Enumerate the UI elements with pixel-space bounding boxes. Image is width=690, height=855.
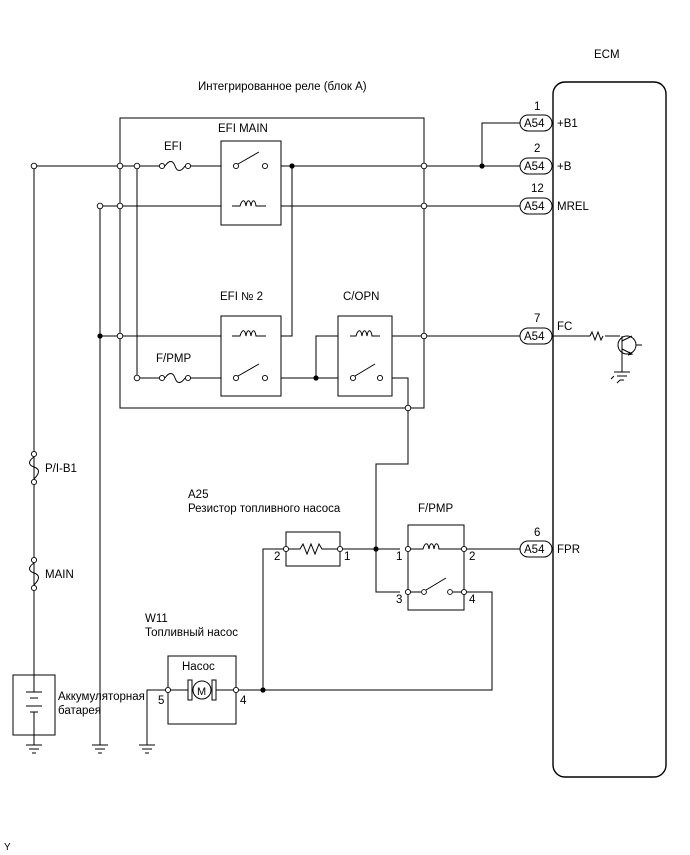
ecm-pin-2: 2 A54 +B (519, 143, 572, 175)
fuel-pump: M (164, 655, 240, 725)
motor-symbol: M (197, 686, 206, 698)
svg-text:+B1: +B1 (557, 118, 578, 130)
svg-text:A54: A54 (524, 161, 545, 173)
integrated-relay-label: Интегрированное реле (блок A) (198, 81, 367, 93)
svg-text:7: 7 (534, 313, 540, 325)
fpmp-pin-1: 1 (396, 551, 402, 563)
efi-main-relay (220, 140, 282, 226)
efi-fuse-label: EFI (164, 141, 182, 153)
resistor-label: Резистор топливного насоса (188, 503, 341, 515)
svg-text:A54: A54 (524, 544, 545, 556)
efi-fuse (158, 161, 192, 171)
pump-name: Насос (182, 661, 215, 673)
ecm-pin-1: 1 A54 +B1 (519, 101, 578, 132)
pump-label: Топливный насос (145, 627, 238, 639)
svg-text:6: 6 (534, 527, 540, 539)
svg-text:FC: FC (557, 321, 572, 333)
pib1-fuse (29, 450, 39, 486)
efi-no2-relay (220, 315, 282, 397)
ecm-pin-7: 7 A54 FC (519, 313, 572, 345)
battery (12, 674, 56, 736)
svg-text:A54: A54 (524, 118, 545, 130)
c-opn-label: C/OPN (343, 291, 379, 303)
ground-symbols (26, 744, 155, 754)
fpmp-pin-2: 2 (469, 551, 475, 563)
fuel-pump-resistor (282, 531, 344, 567)
resistor-code: A25 (188, 489, 208, 501)
ecm-pin-12: 12 A54 MREL (519, 183, 590, 215)
svg-text:12: 12 (531, 183, 544, 195)
pump-pin-right: 4 (240, 695, 247, 707)
main-fuse-label: MAIN (45, 569, 74, 581)
efi-main-label: EFI MAIN (218, 123, 268, 135)
svg-text:+B: +B (557, 161, 572, 173)
svg-text:MREL: MREL (557, 201, 590, 213)
resistor-pin-right: 1 (344, 551, 350, 563)
resistor-pin-left: 2 (274, 551, 280, 563)
pump-pin-left: 5 (158, 695, 164, 707)
pib1-fuse-label: P/I-B1 (45, 463, 77, 475)
battery-label-2: батарея (58, 705, 101, 717)
c-opn-relay (337, 315, 393, 397)
fpmp-pin-3: 3 (396, 594, 402, 606)
ecm-block (552, 81, 667, 778)
svg-text:2: 2 (534, 143, 540, 155)
ecm-label: ECM (594, 49, 620, 61)
fpmp-pin-4: 4 (469, 594, 476, 606)
battery-label-1: Аккумуляторная (58, 691, 145, 703)
fpmp-fuse (158, 373, 192, 383)
efi-no2-label: EFI № 2 (220, 291, 263, 303)
motor-icon (192, 680, 212, 700)
fpmp-fuse-label: F/PMP (156, 353, 191, 365)
ecm-pin-6: 6 A54 FPR (519, 527, 580, 558)
fpmp-relay (404, 524, 468, 611)
fpmp-relay-label: F/PMP (418, 503, 453, 515)
junctions (97, 163, 485, 693)
svg-text:A54: A54 (524, 331, 545, 343)
main-fuse (29, 556, 39, 592)
svg-text:A54: A54 (524, 201, 545, 213)
pump-code: W11 (145, 613, 168, 625)
block-terminals (30, 162, 428, 412)
fc-transistor (589, 330, 642, 384)
footer-mark: Y (4, 842, 11, 853)
svg-text:FPR: FPR (557, 544, 580, 556)
svg-text:1: 1 (534, 101, 540, 113)
